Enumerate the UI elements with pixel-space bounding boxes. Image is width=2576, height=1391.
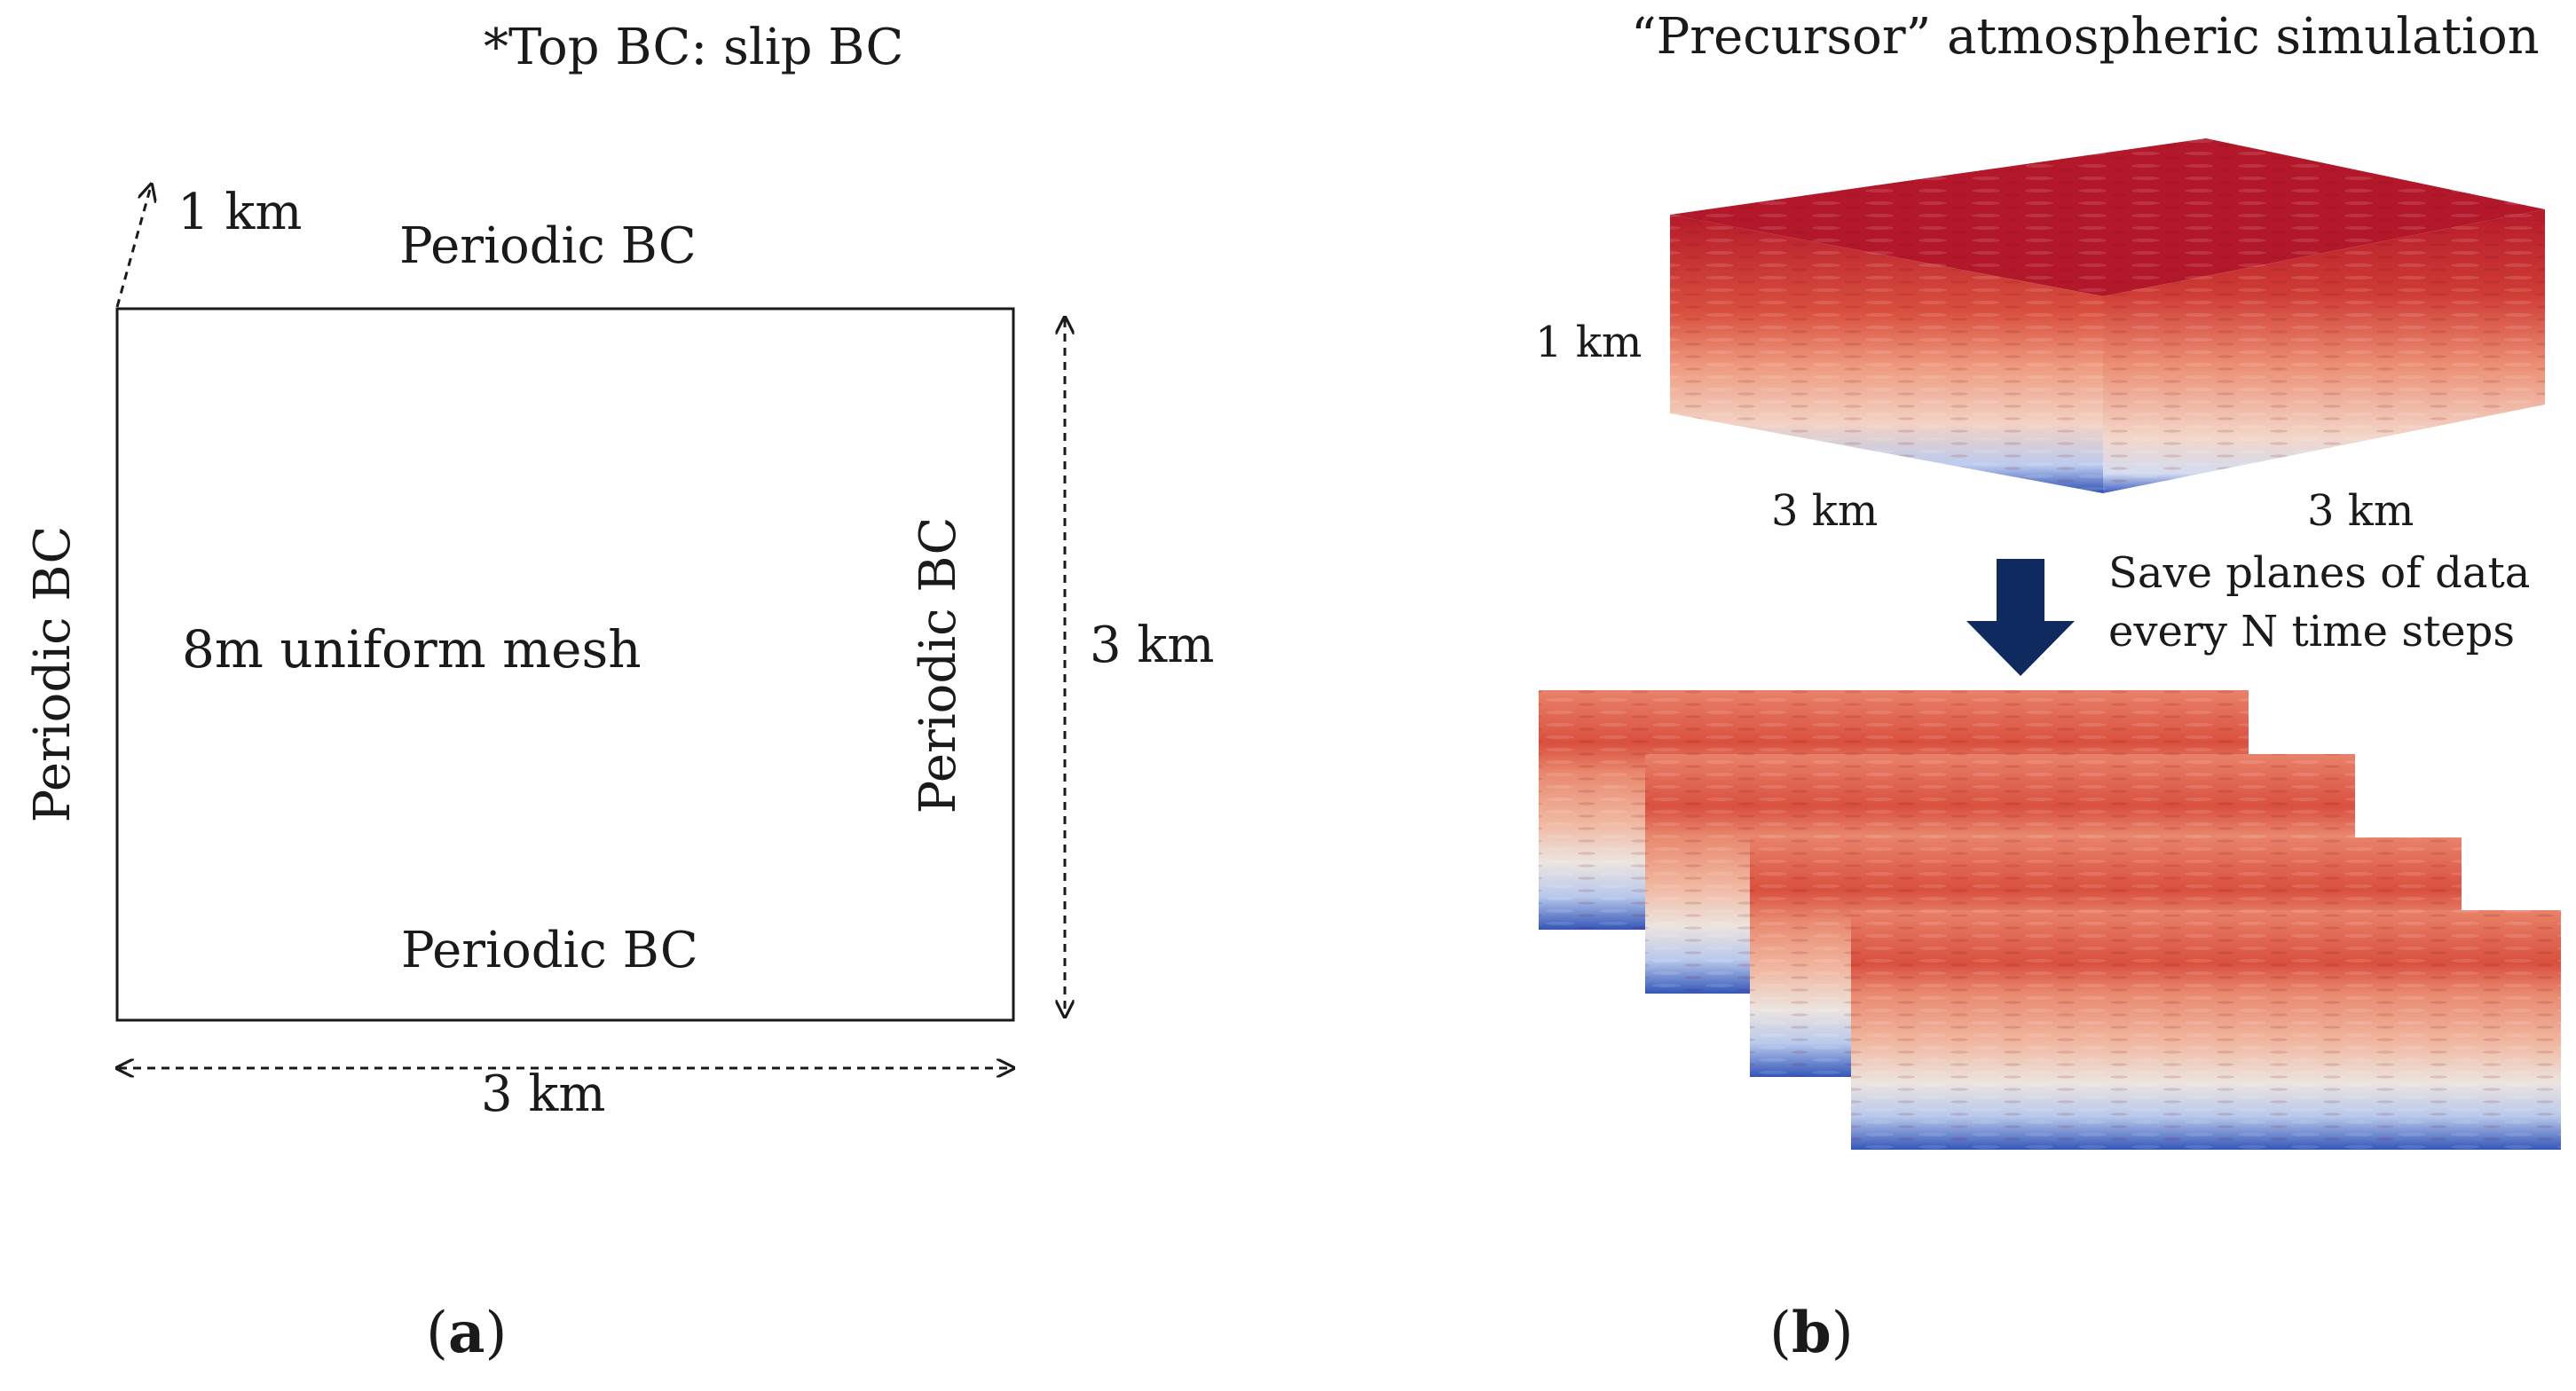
saved-plane-4 (1851, 910, 2561, 1150)
save-planes-line1: Save planes of data (2108, 548, 2530, 598)
block-front-width-label: 3 km (1771, 486, 1878, 536)
caption-letter-a: a (448, 1300, 484, 1366)
mesh-resolution-label: 8m uniform mesh (182, 619, 642, 680)
domain-box (115, 307, 1015, 1022)
right-periodic-bc-label: Periodic BC (910, 517, 967, 814)
top-periodic-bc-label: Periodic BC (399, 217, 697, 275)
panel-a-caption: (a) (426, 1300, 507, 1366)
panel-b: “Precursor” atmospheric simulation 1 km … (1535, 8, 2561, 1366)
left-periodic-bc-label: Periodic BC (24, 526, 82, 823)
svg-text:(a): (a) (426, 1300, 507, 1366)
height-arrow-line (115, 186, 151, 308)
panel-a: *Top BC: slip BC 1 km Periodic BC Period… (24, 19, 1214, 1366)
domain-depth-label: 3 km (1090, 617, 1214, 674)
precursor-title: “Precursor” atmospheric simulation (1631, 8, 2540, 66)
top-bc-note: *Top BC: slip BC (484, 19, 903, 76)
svg-text:(b): (b) (1769, 1300, 1854, 1366)
block-height-label: 1 km (1535, 318, 1642, 367)
panel-b-caption: (b) (1769, 1300, 1854, 1366)
save-planes-arrow-icon (1966, 559, 2075, 676)
block-side-streaks (2103, 209, 2545, 493)
save-planes-line2: every N time steps (2108, 607, 2515, 656)
saved-planes-stack (1539, 690, 2561, 1150)
simulation-block (1670, 138, 2545, 493)
domain-width-label: 3 km (481, 1065, 605, 1123)
block-front-streaks (1670, 215, 2103, 493)
caption-letter-b: b (1792, 1300, 1832, 1366)
bottom-periodic-bc-label: Periodic BC (401, 922, 698, 979)
domain-height-label: 1 km (177, 184, 302, 241)
block-top-streaks (1670, 138, 2545, 296)
block-side-width-label: 3 km (2307, 486, 2414, 536)
